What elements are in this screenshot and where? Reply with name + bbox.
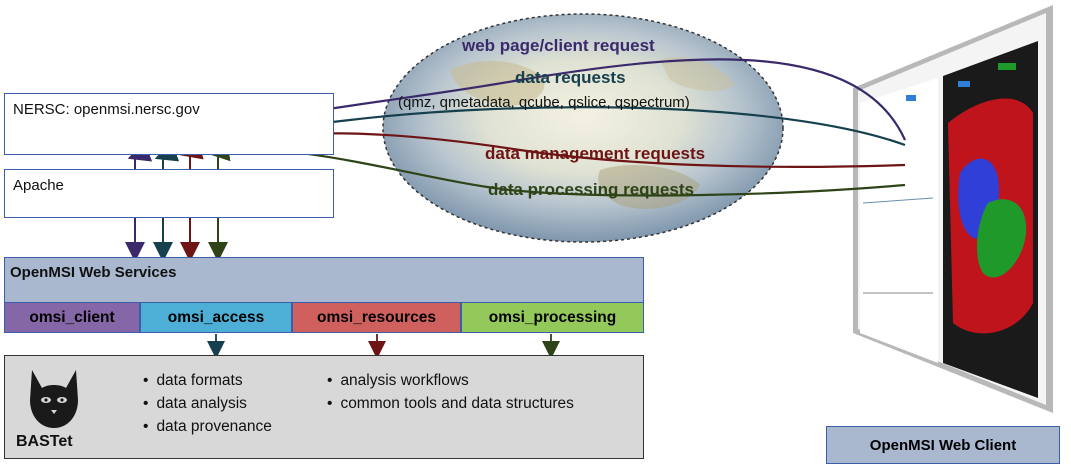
module-omsi-client-label: omsi_client xyxy=(29,308,115,326)
web-client-label: OpenMSI Web Client xyxy=(826,426,1060,464)
bastet-cat-logo xyxy=(30,370,78,428)
module-omsi-resources-label: omsi_resources xyxy=(317,308,436,326)
label-data-requests: data requests xyxy=(515,68,626,87)
label-management-requests: data management requests xyxy=(485,144,706,163)
module-omsi-processing: omsi_processing xyxy=(461,302,644,333)
bullet-item: analysis workflows xyxy=(327,369,574,392)
web-services-title: OpenMSI Web Services xyxy=(10,264,177,281)
apache-box xyxy=(4,169,334,218)
module-omsi-access: omsi_access xyxy=(140,302,292,333)
apache-label: Apache xyxy=(13,177,64,194)
web-client-screenshot xyxy=(853,5,1053,413)
nersc-box xyxy=(4,93,334,155)
bastet-bullets-left: data formats data analysis data provenan… xyxy=(143,369,272,438)
module-omsi-resources: omsi_resources xyxy=(292,302,461,333)
web-client-label-text: OpenMSI Web Client xyxy=(869,436,1017,454)
module-omsi-processing-label: omsi_processing xyxy=(488,308,617,326)
bullet-item: data provenance xyxy=(143,415,271,438)
module-omsi-access-label: omsi_access xyxy=(167,308,265,326)
web-services-panel xyxy=(4,257,644,303)
nersc-label: NERSC: openmsi.nersc.gov xyxy=(13,101,200,118)
label-data-requests-detail: (qmz, qmetadata, qcube, qslice, qspectru… xyxy=(398,94,690,111)
bullet-item: data analysis xyxy=(143,392,272,415)
label-processing-requests: data processing requests xyxy=(488,180,694,199)
label-web-request: web page/client request xyxy=(462,36,655,55)
module-omsi-client: omsi_client xyxy=(4,302,140,333)
bastet-bullets-right: analysis workflows common tools and data… xyxy=(327,369,574,415)
bullet-item: common tools and data structures xyxy=(327,392,573,415)
bullet-item: data formats xyxy=(143,369,272,392)
bastet-label: BASTet xyxy=(16,433,73,450)
